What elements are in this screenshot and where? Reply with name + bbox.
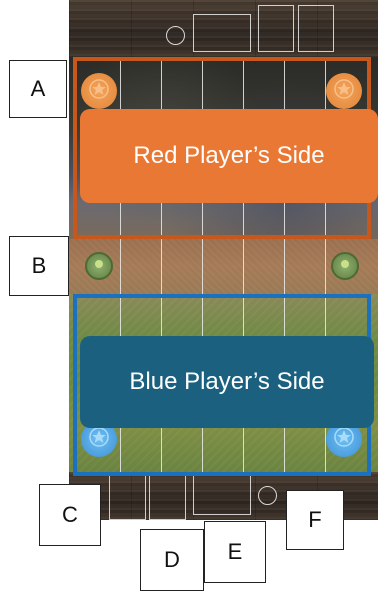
lane-divider — [284, 57, 285, 472]
callout-d: D — [140, 529, 204, 591]
bottom-card-slot-wide[interactable] — [193, 475, 251, 515]
bottom-card-slot-1[interactable] — [109, 475, 146, 520]
top-circle-slot[interactable] — [166, 26, 185, 45]
callout-f: F — [286, 490, 344, 550]
callout-b: B — [9, 236, 69, 296]
top-card-slot-wide[interactable] — [193, 14, 251, 52]
dot-emblem-icon — [93, 257, 105, 275]
top-wood-panel — [69, 0, 378, 57]
red-token-left[interactable] — [81, 73, 117, 109]
lane-divider — [202, 57, 203, 472]
blue-side-banner: Blue Player’s Side — [80, 336, 374, 428]
lane-divider — [161, 57, 162, 472]
star-emblem-icon — [88, 78, 110, 105]
bottom-card-slot-2[interactable] — [149, 475, 186, 520]
green-token-left[interactable] — [85, 252, 113, 280]
lane-divider — [243, 57, 244, 472]
callout-a: A — [9, 60, 67, 118]
callout-e: E — [204, 521, 266, 583]
green-token-right[interactable] — [331, 252, 359, 280]
red-side-banner: Red Player’s Side — [80, 109, 378, 203]
star-emblem-icon — [333, 78, 355, 105]
callout-c: C — [39, 484, 101, 546]
bottom-circle-slot[interactable] — [258, 486, 277, 505]
red-token-right[interactable] — [326, 73, 362, 109]
lane-divider — [120, 57, 121, 472]
top-card-slot-1[interactable] — [258, 5, 294, 52]
top-card-slot-2[interactable] — [298, 5, 334, 52]
dot-emblem-icon — [339, 257, 351, 275]
lane-divider — [325, 57, 326, 472]
